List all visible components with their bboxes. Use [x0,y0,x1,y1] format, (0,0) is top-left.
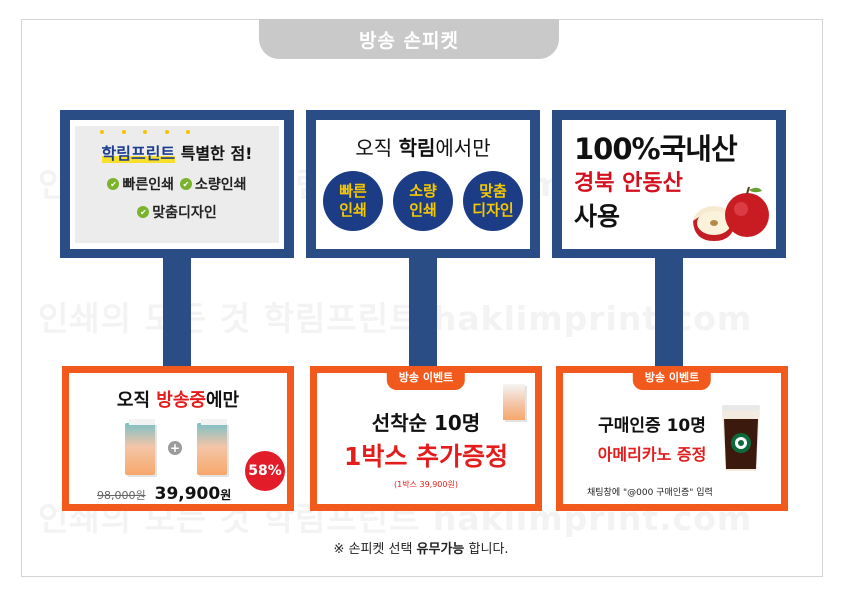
original-price: 98,000원 [97,489,146,502]
feature-item: ✔소량인쇄 [180,174,247,194]
check-icon: ✔ [180,178,192,190]
board1-heading-rest: 특별한 점! [175,144,253,163]
event-line1: 구매인증 10명 [598,416,706,436]
event-line1: 선착순 10명 [371,411,481,435]
iced-coffee-icon [722,405,760,471]
product-box-image [197,419,227,475]
page-title: 방송 손피켓 [259,19,559,59]
footer-note: ※ 손피켓 선택 유무가능 합니다. [333,542,509,557]
origin-line2: 경북 안동산 [574,171,683,196]
plus-icon: + [168,441,182,455]
feature-item: ✔맞춤디자인 [137,202,217,222]
feature-item: ✔빠른인쇄 [107,174,174,194]
apple-icon [693,186,769,241]
check-icon: ✔ [107,178,120,190]
signboard-handle [655,256,683,366]
check-icon: ✔ [137,206,150,218]
board1-heading: 학림프린트 특별한 점! [75,140,279,164]
board2-heading: 오직 학림에서만 [355,136,491,160]
watermark: 인쇄의 모든 것 학림프린트 haklimprint.com [38,299,753,338]
event-line2: 1박스 추가증정 [343,442,509,471]
card-first-come-event[interactable]: 방송 이벤트 선착순 10명 1박스 추가증정 (1박스 39,900원) [310,366,542,511]
signboard-origin[interactable]: 100%국내산 경북 안동산 사용 [552,110,786,258]
card1-heading: 오직 방송중에만 [116,390,240,411]
signboard-features[interactable]: 학림프린트 특별한 점! ✔빠른인쇄 ✔소량인쇄 ✔맞춤디자인 [60,110,294,258]
card-broadcast-price[interactable]: 오직 방송중에만 + 58% 98,000원 39,900원 [62,366,294,511]
event-note: (1박스 39,900원) [394,480,458,489]
event-tag: 방송 이벤트 [632,366,712,390]
discount-badge: 58% [245,451,285,491]
product-box-image [503,384,525,420]
product-box-image [125,419,155,475]
origin-line1: 100%국내산 [574,132,738,166]
event-tag: 방송 이벤트 [386,366,466,390]
signboard-handle [409,256,437,366]
card-purchase-proof-event[interactable]: 방송 이벤트 구매인증 10명 아메리카노 증정 채팅창에 "@000 구매인증… [556,366,788,511]
decor-dots [100,130,190,134]
sale-price: 39,900원 [154,484,232,504]
event-note: 채팅창에 "@000 구매인증" 입력 [587,488,713,498]
signboard-handle [163,256,191,366]
event-line2: 아메리카노 증정 [597,445,707,464]
brand-name: 학림프린트 [101,144,176,163]
origin-line3: 사용 [574,202,621,231]
